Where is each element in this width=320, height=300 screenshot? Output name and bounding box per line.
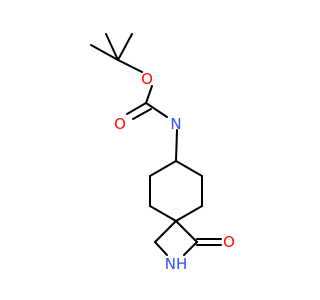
bond-tbu-methyl-3 xyxy=(117,33,133,61)
bond-spiro-to-carbonyl xyxy=(175,220,198,243)
bonds xyxy=(90,33,222,256)
bond-carbonyl-carbon-to-nitrogen xyxy=(145,102,168,118)
bond-ring-6 xyxy=(175,160,203,177)
lactam-nh-label: NH xyxy=(165,255,188,273)
bond-ring-3 xyxy=(149,205,177,222)
atom-labels: O O N O NH xyxy=(114,70,235,273)
bond-ring-1 xyxy=(149,160,177,177)
bond-tbu-methyl-2 xyxy=(105,33,119,61)
bond-nitrogen-to-ring xyxy=(175,129,178,162)
bond-ch2-to-nh xyxy=(154,241,168,256)
carbonyl-oxygen-label: O xyxy=(114,115,126,133)
bond-tbu-to-ester-oxygen xyxy=(117,59,143,73)
ester-oxygen-label: O xyxy=(141,70,153,88)
carbamate-nitrogen-label: N xyxy=(170,115,181,133)
bond-spiro-to-ch2 xyxy=(154,220,177,243)
bond-ester-oxygen-to-carbonyl-carbon xyxy=(145,85,153,104)
bond-ring-4 xyxy=(175,205,203,222)
molecule-structure: O O N O NH xyxy=(90,33,235,273)
lactam-oxygen-label: O xyxy=(223,233,235,251)
bond-carbonyl-double-a xyxy=(126,102,147,115)
bond-carbonyl-to-nh xyxy=(183,241,198,256)
bond-carbonyl-double-b xyxy=(132,108,152,120)
bond-tbu-methyl-1 xyxy=(90,44,119,61)
